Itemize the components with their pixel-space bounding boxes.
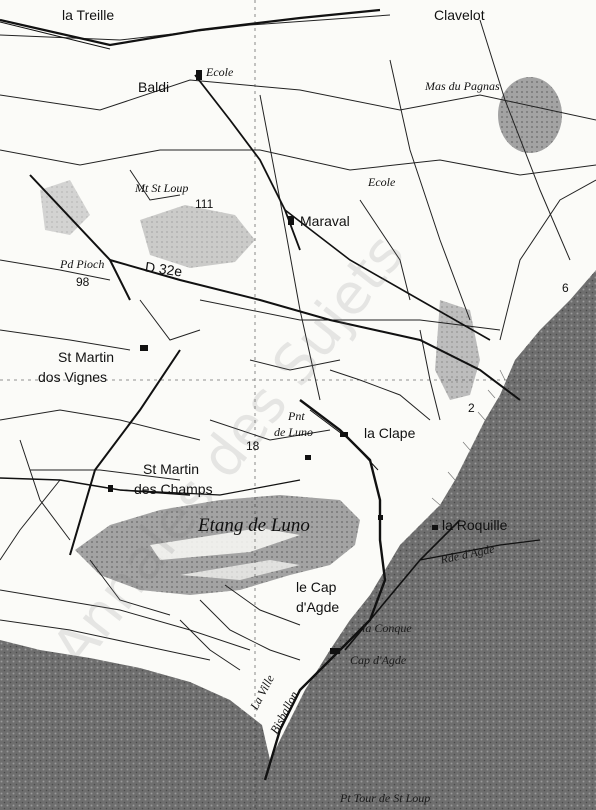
label-la-conque: la Conque xyxy=(362,621,412,635)
sea-area xyxy=(255,270,596,810)
label-st-martin-vignes-2: dos Vignes xyxy=(38,369,108,385)
label-mas-du-pagnas: Mas du Pagnas xyxy=(425,79,500,93)
label-etang-de-luno: Etang de Luno xyxy=(198,515,310,536)
building-marks xyxy=(108,70,438,654)
hill-shading xyxy=(140,205,255,268)
label-pnt-2: de Luno xyxy=(274,425,313,439)
label-spot-2: 2 xyxy=(468,401,475,415)
label-la-clape: la Clape xyxy=(364,425,416,441)
label-pd-pioch-alt: 98 xyxy=(76,275,90,289)
label-st-martin-champs-2: des Champs xyxy=(134,481,213,497)
label-la-roquille: la Roquille xyxy=(442,517,508,533)
label-maraval: Maraval xyxy=(300,213,350,229)
label-spot-111: 111 xyxy=(195,197,214,211)
label-la-treille: la Treille xyxy=(62,7,115,23)
sea-area-west xyxy=(0,640,270,810)
label-spot-18: 18 xyxy=(246,439,260,453)
label-pnt-1: Pnt xyxy=(288,409,305,423)
label-le-cap-2: d'Agde xyxy=(296,599,340,615)
label-st-martin-champs-1: St Martin xyxy=(143,461,200,477)
label-st-martin-vignes-1: St Martin xyxy=(58,349,115,365)
label-pd-pioch: Pd Pioch xyxy=(60,257,105,271)
label-ecole-top: Ecole xyxy=(206,65,234,79)
label-baldi: Baldi xyxy=(138,79,170,95)
wetland-patch xyxy=(498,77,562,153)
label-spot-6: 6 xyxy=(562,281,569,295)
label-mt-st-loup: Mt St Loup xyxy=(135,181,189,195)
label-le-cap-1: le Cap xyxy=(296,579,337,595)
label-tour-de-st-loup: Pt Tour de St Loup xyxy=(340,791,431,805)
label-clavelot: Clavelot xyxy=(434,7,485,23)
label-ecole-mid: Ecole xyxy=(368,175,396,189)
label-cap-d-agde: Cap d'Agde xyxy=(350,653,407,667)
